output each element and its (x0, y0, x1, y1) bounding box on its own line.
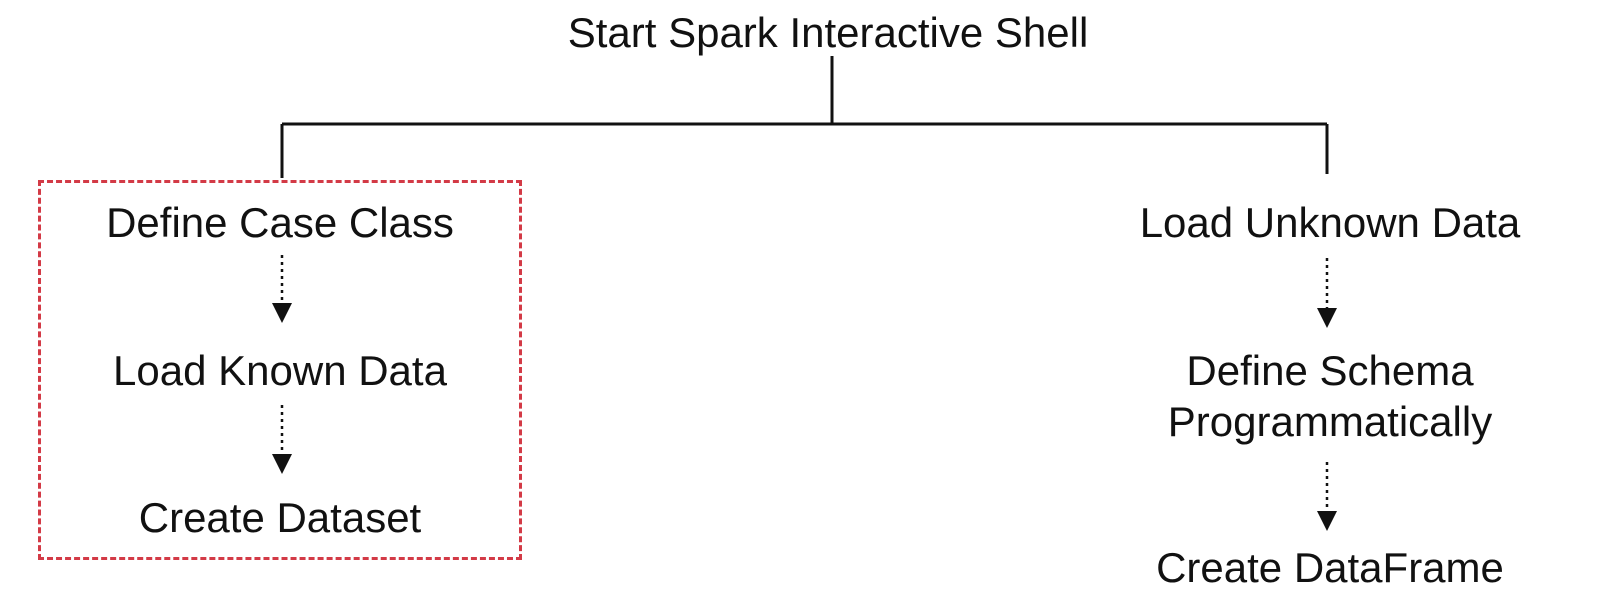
left-arrow-1-head-icon (272, 303, 292, 323)
right-step-define-schema-line-2: Programmatically (1167, 398, 1493, 445)
right-step-define-schema-programmatically: Define Schema Programmatically (1100, 345, 1560, 447)
right-step-load-unknown-data: Load Unknown Data (1139, 199, 1521, 246)
right-step-define-schema-line-1: Define Schema (1186, 347, 1474, 394)
right-step-create-dataframe: Create DataFrame (1156, 544, 1504, 591)
left-branch-highlight-box (38, 180, 522, 560)
right-arrow-1-head-icon (1317, 308, 1337, 328)
left-arrow-2-head-icon (272, 454, 292, 474)
start-node: Start Spark Interactive Shell (567, 9, 1089, 56)
left-step-define-case-class: Define Case Class (106, 199, 454, 246)
left-step-create-dataset: Create Dataset (138, 494, 422, 541)
right-arrow-2-head-icon (1317, 511, 1337, 531)
left-step-load-known-data: Load Known Data (113, 347, 447, 394)
